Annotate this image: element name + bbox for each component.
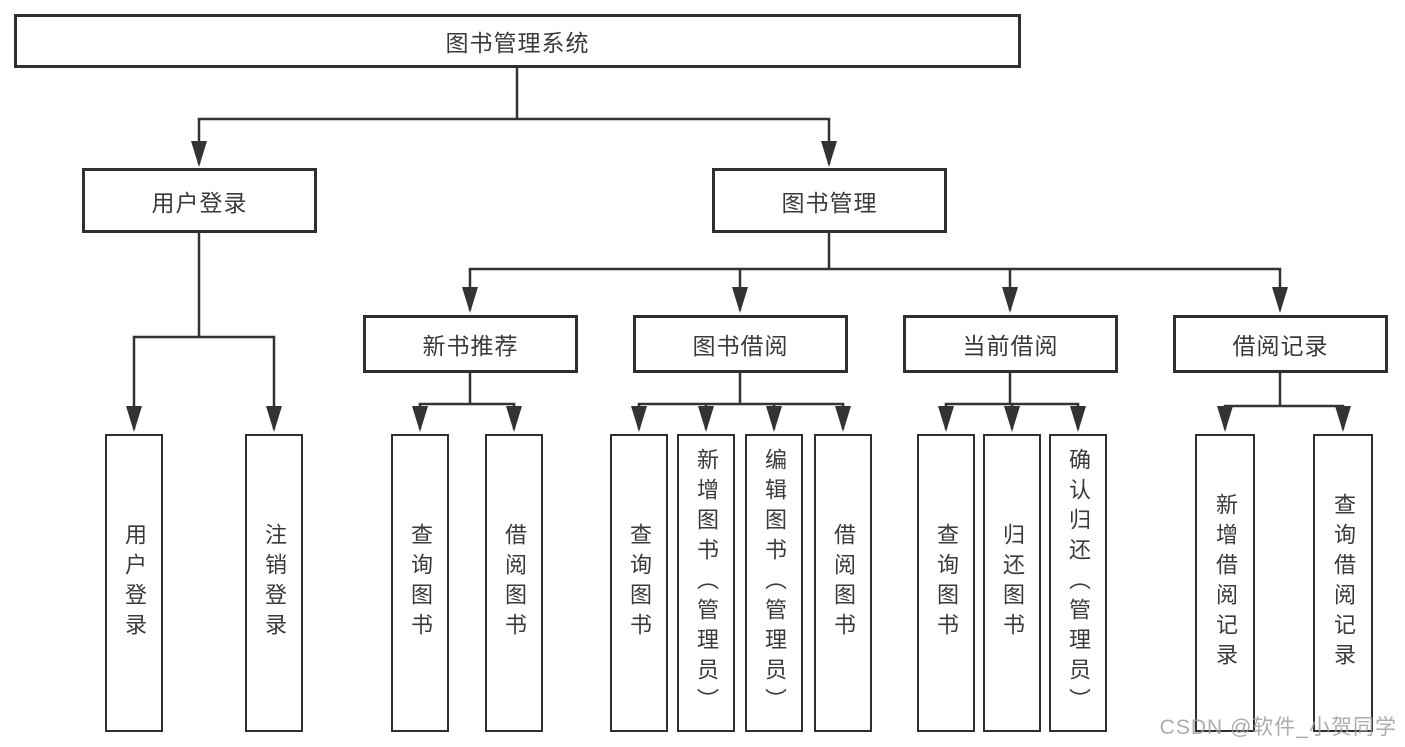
leaf-label: 确认归还（管理员） bbox=[1066, 448, 1091, 718]
node-book-management-label: 图书管理 bbox=[781, 189, 878, 216]
leaf-label: 新增借阅记录 bbox=[1213, 493, 1238, 673]
node-current-borrow: 当前借阅 bbox=[903, 315, 1118, 373]
node-current-borrow-label: 当前借阅 bbox=[962, 333, 1059, 359]
leaf-label: 用户登录 bbox=[122, 523, 147, 643]
leaf-query-books-current: 查询图书 bbox=[917, 434, 975, 732]
node-borrow-records-label: 借阅记录 bbox=[1232, 333, 1329, 359]
watermark: CSDN @软件_小贺同学 bbox=[1159, 716, 1397, 739]
leaf-label: 查询借阅记录 bbox=[1331, 493, 1356, 673]
leaf-confirm-return-admin: 确认归还（管理员） bbox=[1049, 434, 1107, 732]
leaf-borrow-books-recommend: 借阅图书 bbox=[485, 434, 543, 732]
connector-userlogin-rail bbox=[132, 231, 276, 339]
leaf-logout: 注销登录 bbox=[245, 434, 303, 732]
leaf-borrow-books: 借阅图书 bbox=[814, 434, 872, 732]
node-book-borrow: 图书借阅 bbox=[633, 315, 848, 373]
leaf-query-books-recommend: 查询图书 bbox=[391, 434, 449, 732]
leaf-label: 注销登录 bbox=[262, 523, 287, 643]
connector-root-rail bbox=[197, 66, 831, 121]
leaf-edit-book-admin: 编辑图书（管理员） bbox=[745, 434, 803, 732]
node-root: 图书管理系统 bbox=[14, 14, 1021, 68]
leaf-user-login: 用户登录 bbox=[105, 434, 163, 732]
node-root-label: 图书管理系统 bbox=[445, 30, 590, 56]
leaf-label: 新增图书（管理员） bbox=[694, 448, 719, 718]
leaf-label: 借阅图书 bbox=[502, 523, 527, 643]
leaf-label: 归还图书 bbox=[1000, 523, 1025, 643]
leaf-label: 借阅图书 bbox=[831, 523, 856, 643]
connector-bookborrow-rail bbox=[637, 371, 845, 406]
connector-bookmgmt-rail bbox=[468, 231, 1282, 271]
node-book-borrow-label: 图书借阅 bbox=[692, 333, 789, 359]
node-borrow-records: 借阅记录 bbox=[1173, 315, 1388, 373]
connector-recommend-rail bbox=[418, 371, 516, 406]
node-user-login: 用户登录 bbox=[82, 168, 317, 233]
leaf-label: 查询图书 bbox=[408, 523, 433, 643]
leaf-return-books: 归还图书 bbox=[983, 434, 1041, 732]
node-new-book-recommend: 新书推荐 bbox=[363, 315, 578, 373]
connector-currborrow-rail bbox=[944, 371, 1080, 406]
connector-records-rail bbox=[1223, 371, 1345, 408]
node-user-login-label: 用户登录 bbox=[151, 189, 248, 216]
leaf-label: 查询图书 bbox=[627, 523, 652, 643]
leaf-label: 编辑图书（管理员） bbox=[762, 448, 787, 718]
leaf-query-borrow-record: 查询借阅记录 bbox=[1313, 434, 1373, 732]
node-new-book-recommend-label: 新书推荐 bbox=[422, 333, 519, 359]
node-book-management: 图书管理 bbox=[712, 168, 947, 233]
leaf-add-book-admin: 新增图书（管理员） bbox=[677, 434, 735, 732]
leaf-query-books-borrow: 查询图书 bbox=[610, 434, 668, 732]
leaf-add-borrow-record: 新增借阅记录 bbox=[1195, 434, 1255, 732]
leaf-label: 查询图书 bbox=[934, 523, 959, 643]
